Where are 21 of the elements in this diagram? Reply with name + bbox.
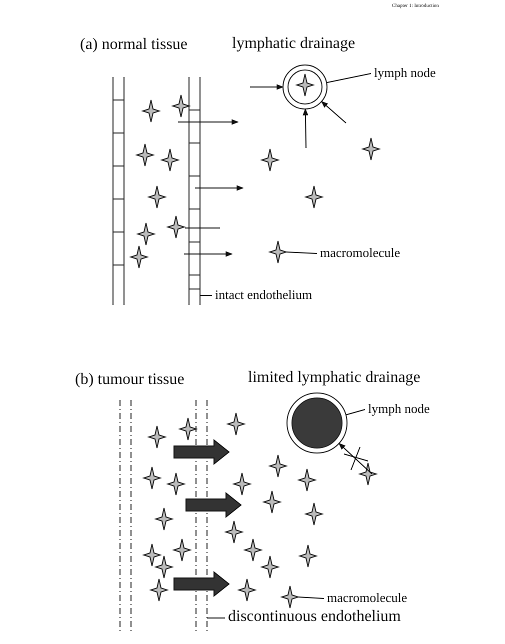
arrow	[250, 84, 284, 90]
callout-label: macromolecule	[327, 591, 408, 604]
leader-line	[345, 409, 366, 416]
arrow	[321, 101, 346, 124]
callout-label: macromolecule	[320, 246, 400, 259]
lymph-node-circle	[286, 392, 348, 454]
star-icon	[268, 240, 288, 264]
lymph-node-circle	[282, 64, 328, 110]
callout-label: lymph node	[368, 402, 430, 415]
callout-label: lymph node	[374, 66, 436, 79]
vessel-wall	[196, 400, 208, 632]
vessel-wall	[188, 76, 200, 306]
leader-line	[326, 73, 372, 84]
leader-line	[200, 295, 212, 296]
arrow	[338, 442, 372, 474]
arrow	[302, 108, 308, 148]
leader-line	[286, 252, 318, 254]
callout-label: intact endothelium	[215, 288, 312, 301]
callout-label: discontinuous endothelium	[228, 609, 401, 625]
leader-line	[298, 596, 324, 599]
star-icon	[280, 586, 300, 608]
